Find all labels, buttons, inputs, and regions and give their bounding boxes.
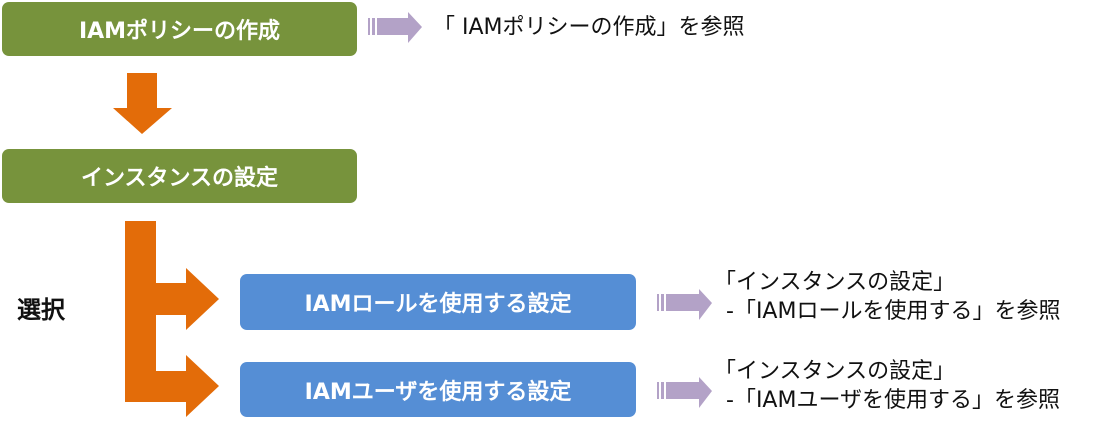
- option-label: IAMユーザを使用する設定: [304, 379, 572, 405]
- reference-line: 「インスタンスの設定」: [714, 270, 956, 295]
- step-label: インスタンスの設定: [80, 166, 279, 191]
- branch-label: 選択: [17, 296, 65, 324]
- step-label: IAMポリシーの作成: [78, 19, 281, 44]
- option-box-iam-user: IAMユーザを使用する設定: [240, 362, 636, 417]
- reference-note-policy: 「 IAMポリシーの作成」を参照: [433, 13, 745, 42]
- down-arrow-icon: [113, 73, 172, 134]
- step-box-instance-settings: インスタンスの設定: [2, 149, 357, 203]
- branch-arrow-icon: [125, 221, 219, 417]
- striped-right-arrow-icon: [368, 12, 422, 43]
- striped-right-arrow-icon: [657, 289, 712, 320]
- reference-line: 「インスタンスの設定」: [714, 359, 956, 384]
- striped-right-arrow-icon: [657, 377, 712, 408]
- option-box-iam-role: IAMロールを使用する設定: [240, 274, 636, 330]
- reference-line: 「 IAMポリシーの作成」を参照: [433, 15, 745, 40]
- reference-line: -「IAMロールを使用する」を参照: [726, 299, 1061, 324]
- option-label: IAMロールを使用する設定: [304, 292, 572, 317]
- reference-note-role: 「インスタンスの設定」 -「IAMロールを使用する」を参照: [714, 268, 1060, 326]
- reference-line: -「IAMユーザを使用する」を参照: [726, 388, 1061, 413]
- reference-note-user: 「インスタンスの設定」 -「IAMユーザを使用する」を参照: [714, 357, 1060, 415]
- step-box-create-iam-policy: IAMポリシーの作成: [2, 2, 357, 56]
